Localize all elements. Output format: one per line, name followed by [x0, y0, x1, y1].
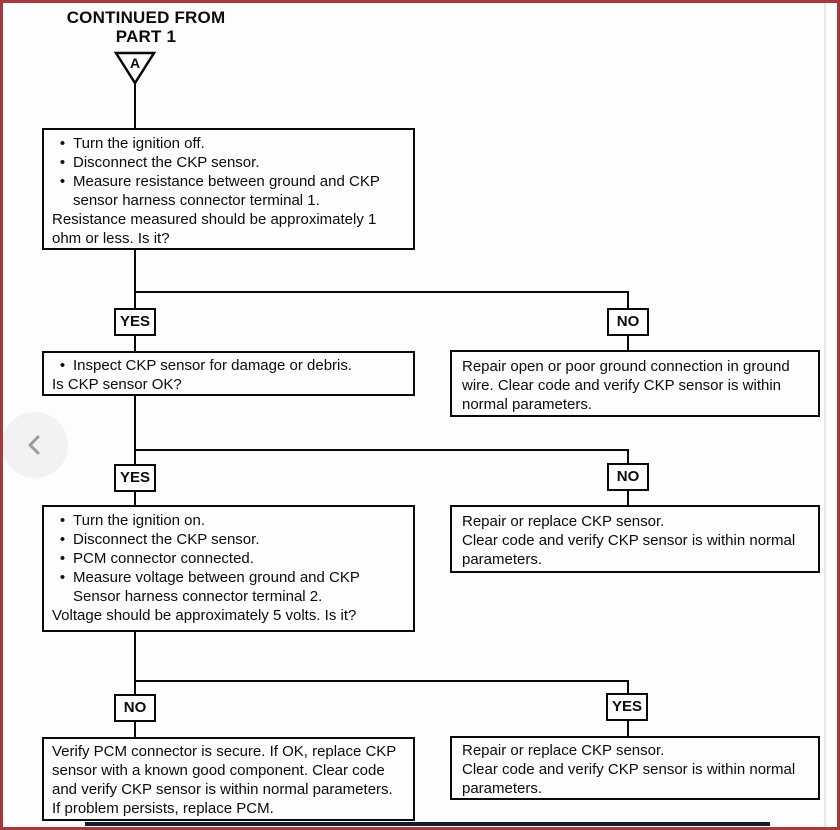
bullet-dot: •	[59, 135, 66, 152]
bullet-dot: •	[59, 531, 66, 548]
bullet-item: • Turn the ignition on.	[52, 511, 389, 530]
connector-line	[627, 682, 629, 694]
flow-box-replace-sensor-mid: Repair or replace CKP sensor. Clear code…	[450, 505, 820, 573]
connector-line	[134, 492, 136, 506]
flow-box-step2: • Inspect CKP sensor for damage or debri…	[42, 351, 415, 396]
branch-label-no-3: NO	[114, 694, 156, 722]
connector-line	[134, 451, 136, 465]
branch-label-no-2: NO	[607, 463, 649, 491]
bullet-dot: •	[59, 173, 66, 190]
connector-line	[134, 722, 136, 738]
chevron-left-icon	[28, 435, 40, 455]
question-text: Resistance measured should be approximat…	[52, 211, 377, 247]
bullet-item: • Measure resistance between ground and …	[52, 172, 389, 210]
flow-box-step3: • Turn the ignition on. • Disconnect the…	[42, 505, 415, 632]
action-text: Repair open or poor ground connection in…	[462, 358, 790, 413]
question-text: Is CKP sensor OK?	[52, 376, 182, 393]
connector-line	[134, 396, 136, 450]
flow-box-replace-sensor-bottom: Repair or replace CKP sensor. Clear code…	[450, 736, 820, 800]
flow-box-verify-pcm: Verify PCM connector is secure. If OK, r…	[42, 737, 415, 821]
bullet-text: PCM connector connected.	[73, 550, 254, 567]
action-line: Repair or replace CKP sensor.	[462, 513, 665, 530]
branch-label-yes-3: YES	[606, 693, 648, 721]
bullet-dot: •	[59, 512, 66, 529]
bullet-item: • Disconnect the CKP sensor.	[52, 153, 389, 172]
action-text: Verify PCM connector is secure. If OK, r…	[52, 743, 397, 817]
connector-line	[134, 336, 136, 352]
bullet-text: Disconnect the CKP sensor.	[73, 154, 260, 171]
action-line: Clear code and verify CKP sensor is with…	[462, 532, 796, 568]
action-line: Repair or replace CKP sensor.	[462, 742, 665, 759]
bullet-item: • Measure voltage between ground and CKP…	[52, 568, 389, 606]
connector-a-label: A	[130, 55, 140, 71]
connector-line	[134, 250, 136, 292]
bullet-text: Measure voltage between ground and CKP S…	[73, 569, 360, 605]
bullet-dot: •	[59, 569, 66, 586]
connector-line	[627, 451, 629, 464]
connector-line	[134, 680, 629, 682]
bullet-dot: •	[59, 357, 66, 374]
connector-line	[627, 293, 629, 309]
flowchart-header: CONTINUED FROM PART 1	[60, 8, 232, 46]
flow-box-repair-ground: Repair open or poor ground connection in…	[450, 350, 820, 417]
header-line1: CONTINUED FROM	[66, 8, 226, 27]
bullet-dot: •	[59, 550, 66, 567]
bullet-text: Turn the ignition off.	[73, 135, 205, 152]
page-edge-shadow	[824, 0, 826, 830]
branch-label-no-1: NO	[607, 308, 649, 336]
bullet-text: Disconnect the CKP sensor.	[73, 531, 260, 548]
bullet-item: • Turn the ignition off.	[52, 134, 389, 153]
branch-label-yes-2: YES	[114, 464, 156, 492]
connector-line	[627, 491, 629, 506]
header-line2: PART 1	[115, 27, 177, 46]
branch-label-yes-1: YES	[114, 308, 156, 336]
action-line: Clear code and verify CKP sensor is with…	[462, 761, 796, 797]
bullet-item: • PCM connector connected.	[52, 549, 389, 568]
question-text: Voltage should be approximately 5 volts.…	[52, 607, 357, 624]
connector-line	[627, 336, 629, 351]
bullet-item: • Disconnect the CKP sensor.	[52, 530, 389, 549]
triangle-a-icon: A	[113, 51, 157, 86]
bullet-text: Inspect CKP sensor for damage or debris.	[73, 357, 353, 374]
bullet-item: • Inspect CKP sensor for damage or debri…	[52, 356, 389, 375]
connector-line	[134, 632, 136, 681]
connector-line	[627, 721, 629, 737]
prev-page-button[interactable]	[2, 412, 68, 478]
connector-line	[134, 449, 629, 451]
bullet-text: Measure resistance between ground and CK…	[73, 173, 380, 209]
bullet-text: Turn the ignition on.	[73, 512, 206, 529]
connector-line	[134, 682, 136, 695]
bullet-dot: •	[59, 154, 66, 171]
flow-box-step1: • Turn the ignition off. • Disconnect th…	[42, 128, 415, 250]
connector-line	[134, 291, 629, 293]
connector-line	[134, 293, 136, 309]
bottom-progress-bar	[85, 822, 770, 826]
connector-line	[134, 84, 136, 128]
connector-a-triangle: A	[113, 50, 157, 86]
